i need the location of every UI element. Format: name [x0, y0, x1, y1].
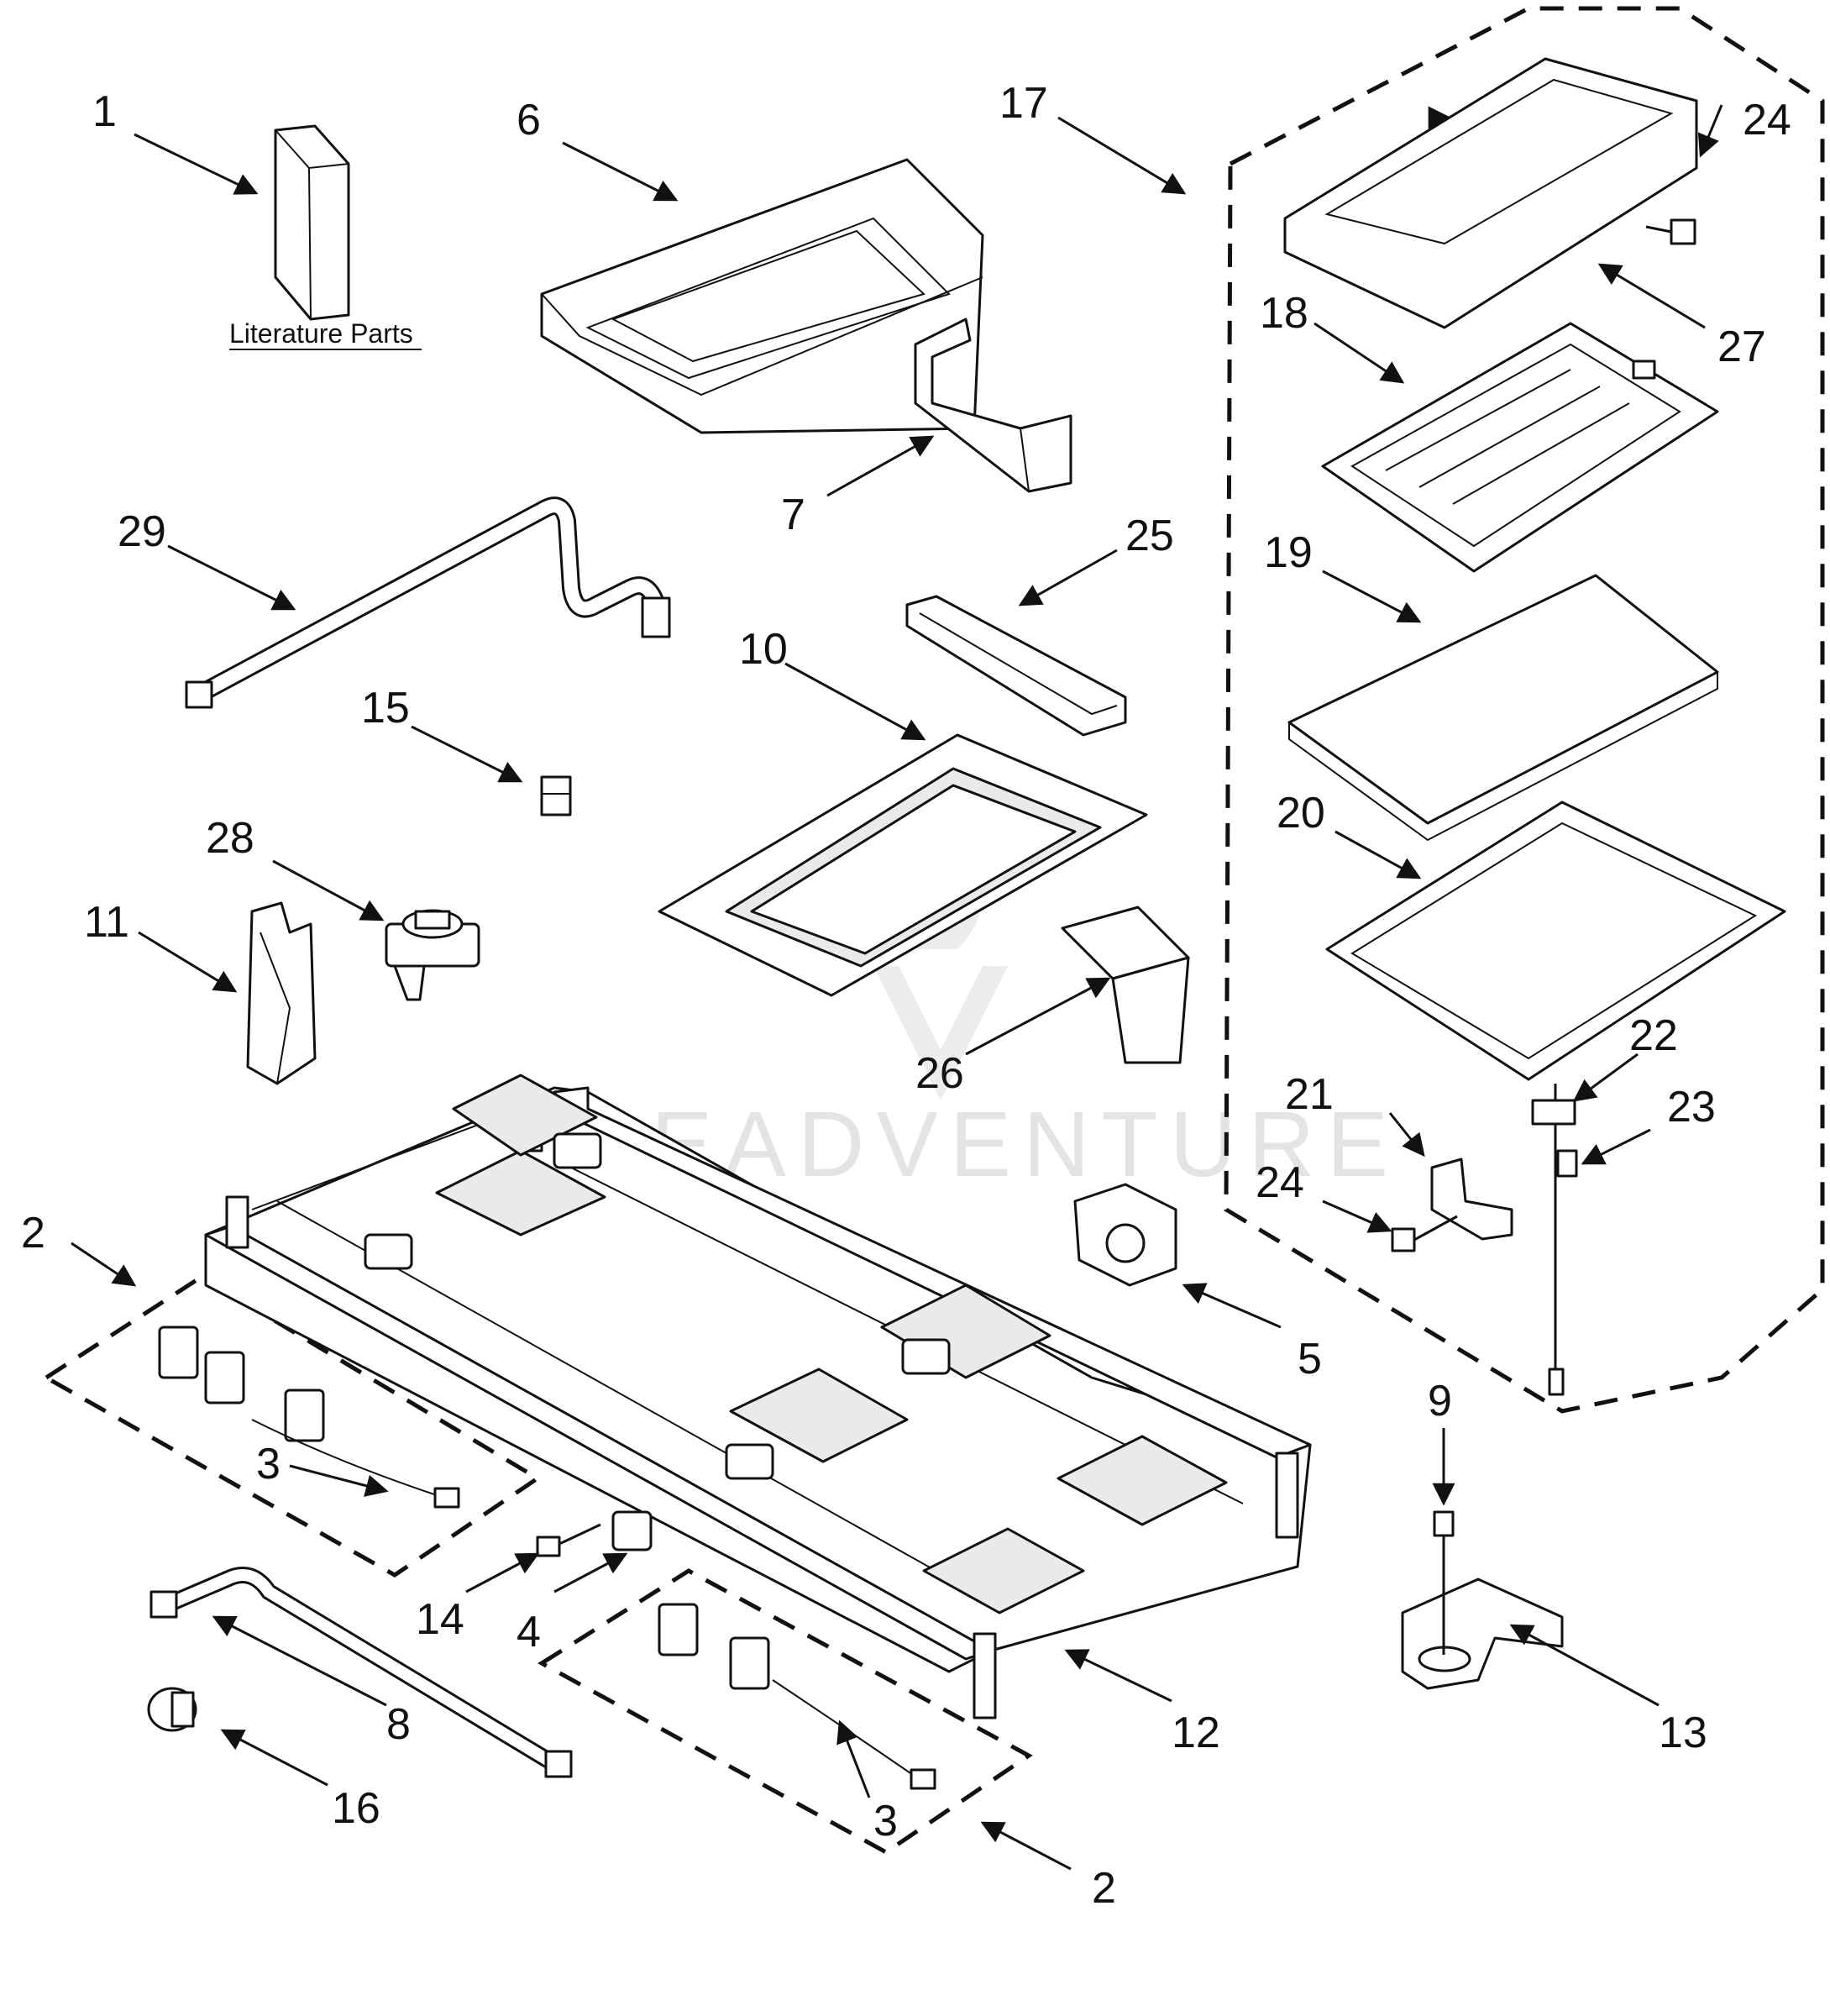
callout-19: 19: [1264, 528, 1313, 577]
part-4-fitting: [611, 1510, 653, 1551]
callout-28: 28: [206, 814, 254, 863]
part-11-bracket: [246, 901, 317, 1085]
callout-1: 1: [92, 87, 117, 136]
part-22-sensor: [1531, 1084, 1576, 1396]
part-26-shield: [1061, 906, 1190, 1064]
part-9-screw: [1433, 1510, 1455, 1655]
callout-5: 5: [1298, 1335, 1322, 1383]
part-28-regulator: [385, 909, 480, 1001]
group-2-outline-right: [537, 1568, 1033, 1855]
part-15-fitting: [540, 775, 572, 816]
part-18-heating-element: [1321, 322, 1719, 573]
callout-17: 17: [999, 79, 1048, 128]
callout-3-right: 3: [873, 1797, 898, 1845]
callout-21: 21: [1285, 1070, 1334, 1119]
callout-14: 14: [416, 1595, 464, 1644]
part-21-bracket: [1430, 1158, 1513, 1241]
part-24-screw-lower: [1391, 1215, 1458, 1252]
callout-25: 25: [1125, 512, 1174, 560]
callout-20: 20: [1277, 789, 1325, 837]
part-3-valve-harness-left: [158, 1326, 460, 1509]
callout-8: 8: [386, 1700, 411, 1749]
callout-22: 22: [1629, 1011, 1678, 1060]
part-24-screw-top: [1645, 218, 1696, 245]
callout-23: 23: [1667, 1083, 1716, 1131]
callout-12: 12: [1172, 1709, 1220, 1757]
callout-15: 15: [361, 684, 410, 732]
callout-10: 10: [739, 625, 788, 674]
burner-valves: [364, 1132, 951, 1480]
part-13-bracket: [1401, 1578, 1564, 1690]
callout-2-right: 2: [1092, 1864, 1116, 1913]
part-27-griddle-plate: [1283, 57, 1698, 329]
part-25-trough: [905, 595, 1127, 737]
part-7-bracket: [914, 318, 1072, 493]
callout-26: 26: [915, 1049, 964, 1098]
part-6-drip-tray: [540, 158, 984, 434]
callout-labels: 1 2 2 3 3 4 5 6 7 8 9 10 11 12 13 14 15 …: [21, 79, 1791, 1913]
callout-27: 27: [1717, 323, 1766, 371]
part-20-pan: [1325, 801, 1786, 1081]
part-23-screw: [1556, 1149, 1578, 1178]
part-8-pipe: [149, 1567, 573, 1778]
part-19-insulation: [1287, 574, 1719, 842]
part-12-burner-box: [204, 1074, 1312, 1719]
literature-label: Literature Parts: [229, 318, 413, 349]
leader-arrows: [71, 104, 1723, 1871]
part-29-gas-tube: [185, 496, 671, 709]
callout-29: 29: [118, 507, 166, 556]
callout-6: 6: [516, 96, 541, 144]
part-10-griddle-pan: [658, 733, 1148, 997]
callout-18: 18: [1260, 289, 1308, 338]
callout-2-left: 2: [21, 1209, 45, 1257]
part-5-ignition-module: [1073, 1183, 1177, 1287]
callout-16: 16: [332, 1784, 380, 1833]
part-literature: Literature Parts: [229, 124, 422, 350]
callout-11: 11: [84, 898, 129, 947]
callout-7: 7: [781, 491, 805, 539]
callout-13: 13: [1659, 1709, 1707, 1757]
group-2-outline-left: [42, 1274, 542, 1578]
callout-24-lower: 24: [1256, 1158, 1304, 1207]
callout-4: 4: [516, 1608, 541, 1656]
part-16-cap: [147, 1687, 197, 1732]
group-17-outline: [1224, 6, 1825, 1414]
callout-9: 9: [1428, 1377, 1452, 1425]
part-14-screw: [536, 1523, 601, 1557]
callout-3-left: 3: [256, 1440, 281, 1488]
callout-24-top: 24: [1743, 96, 1791, 144]
